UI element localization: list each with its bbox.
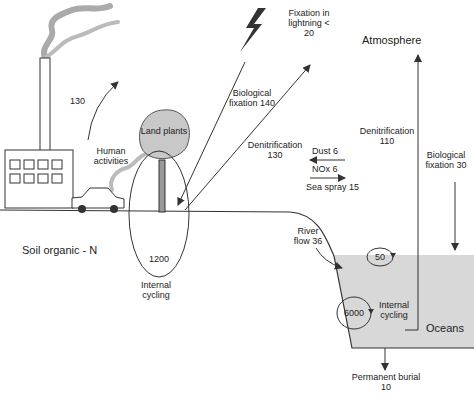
flow-arrow	[88, 82, 118, 140]
cycle-ellipse	[129, 151, 189, 277]
node-text: 6000	[336, 308, 372, 318]
flow-arrow	[185, 65, 310, 210]
flow-label: Permanent burial 10	[350, 372, 422, 392]
flow-label: Soil organic - N	[22, 244, 97, 257]
flow-arrow	[418, 55, 419, 330]
flow-arrow	[310, 178, 345, 179]
car-wheel	[78, 205, 86, 213]
flow-label: Sea spray 15	[306, 182, 359, 192]
factory-window	[10, 174, 20, 183]
ground-line	[0, 210, 474, 348]
bracket-line	[405, 330, 418, 331]
factory-window	[38, 160, 48, 169]
flow-label: Atmosphere	[362, 34, 421, 47]
smokestack	[40, 58, 50, 153]
flow-label: Oceans	[426, 322, 464, 335]
flow-arrow	[385, 348, 386, 370]
flow-arrow	[310, 160, 345, 161]
flow-label: Internal cycling	[374, 300, 414, 320]
cycle-arrowhead	[368, 309, 374, 314]
flow-arrow	[455, 182, 456, 250]
ocean-water	[334, 255, 474, 348]
factory-window	[10, 160, 20, 169]
factory-window	[52, 160, 62, 169]
node-outline	[137, 108, 191, 164]
cycle-circle	[337, 297, 371, 329]
factory-window	[52, 174, 62, 183]
flow-label: Biological fixation 30	[420, 150, 472, 170]
factory-window	[24, 174, 34, 183]
flow-label: Biological fixation 140	[226, 88, 278, 108]
flow-label: Human activities	[86, 146, 136, 166]
factory-window	[24, 160, 34, 169]
flow-arrow	[316, 248, 342, 268]
tree-trunk	[159, 160, 165, 212]
flow-node: Land plants	[137, 108, 191, 164]
car-wheel	[110, 205, 118, 213]
factory-window	[38, 174, 48, 183]
car-body	[72, 188, 124, 208]
cycle-circle	[367, 248, 393, 266]
node-text: 1200	[128, 254, 190, 264]
flow-node: 1200	[128, 150, 190, 278]
flow-label: NOx 6	[312, 164, 338, 174]
cycle-arrowhead	[390, 253, 396, 258]
node-text: 50	[366, 252, 394, 262]
flow-label: River flow 36	[292, 226, 324, 246]
flow-label: Dust 6	[312, 146, 338, 156]
lightning-bolt	[240, 8, 266, 52]
flow-node: 6000	[336, 296, 372, 330]
node-text: Land plants	[137, 126, 191, 136]
flow-label: Internal cycling	[132, 280, 180, 300]
flow-label: 130	[70, 96, 85, 106]
smoke-plume	[45, 22, 118, 58]
flow-node: 50	[366, 247, 394, 267]
flow-label: Fixation in lightning < 20	[284, 8, 334, 38]
flow-label: Denitrification 110	[358, 126, 416, 146]
flow-label: Denitrification 130	[244, 140, 306, 160]
factory	[5, 150, 73, 208]
